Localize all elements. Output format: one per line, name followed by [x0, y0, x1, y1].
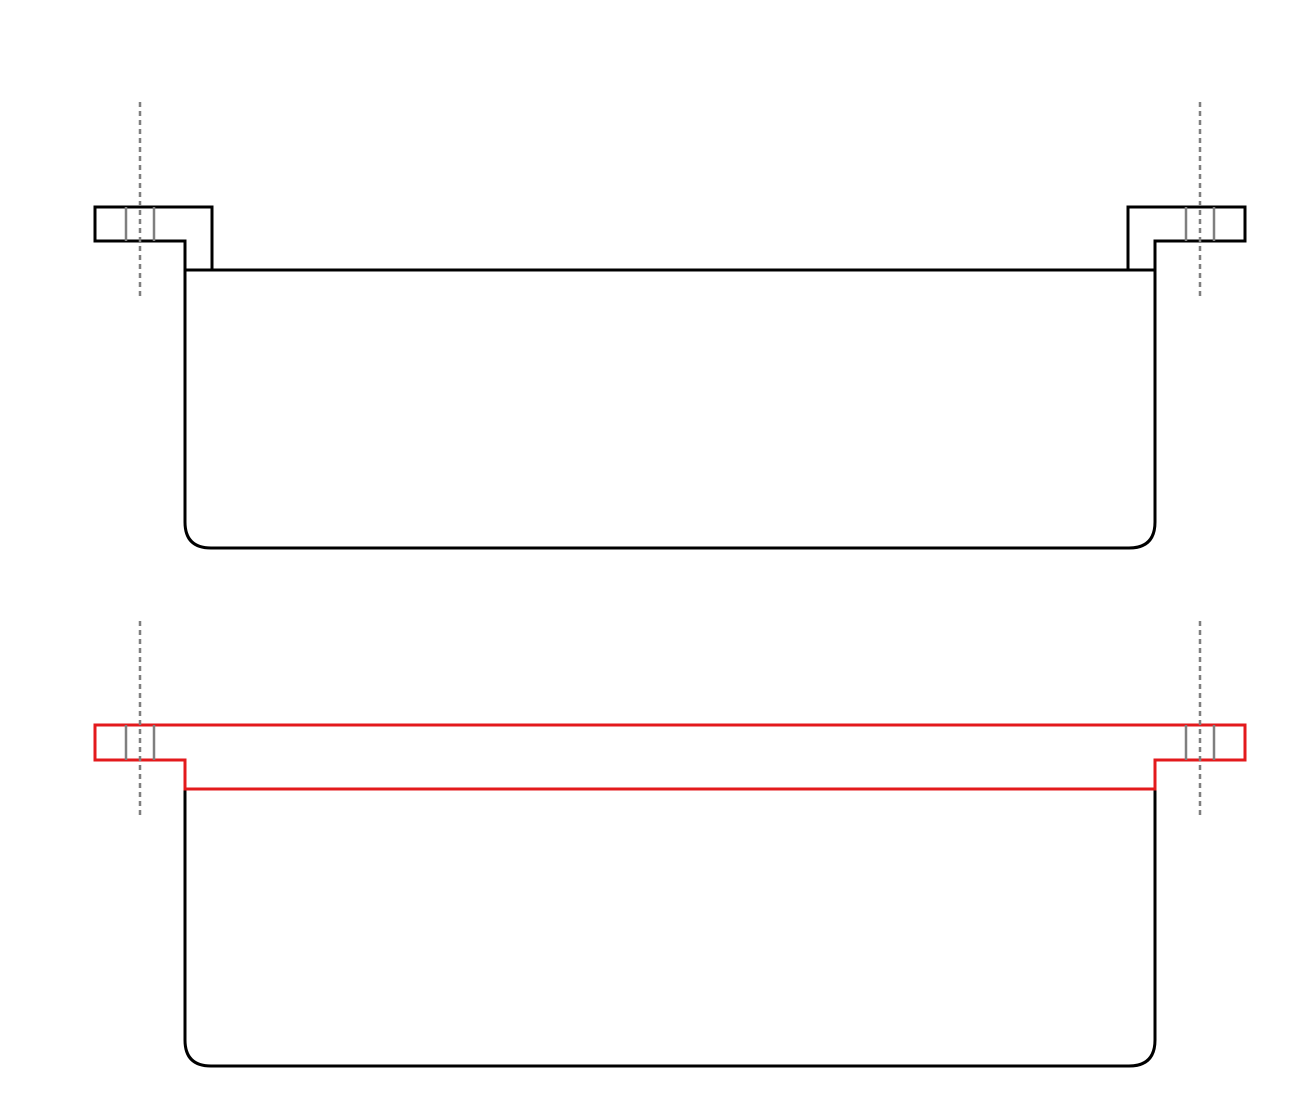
tray-body — [183, 789, 1157, 1068]
tray-body — [183, 268, 1157, 550]
top-view — [93, 102, 1247, 550]
left-flange-tab — [93, 205, 214, 270]
merged-flange-highlight — [93, 723, 1247, 791]
bottom-view — [93, 621, 1247, 1068]
right-flange-tab — [1126, 205, 1247, 270]
